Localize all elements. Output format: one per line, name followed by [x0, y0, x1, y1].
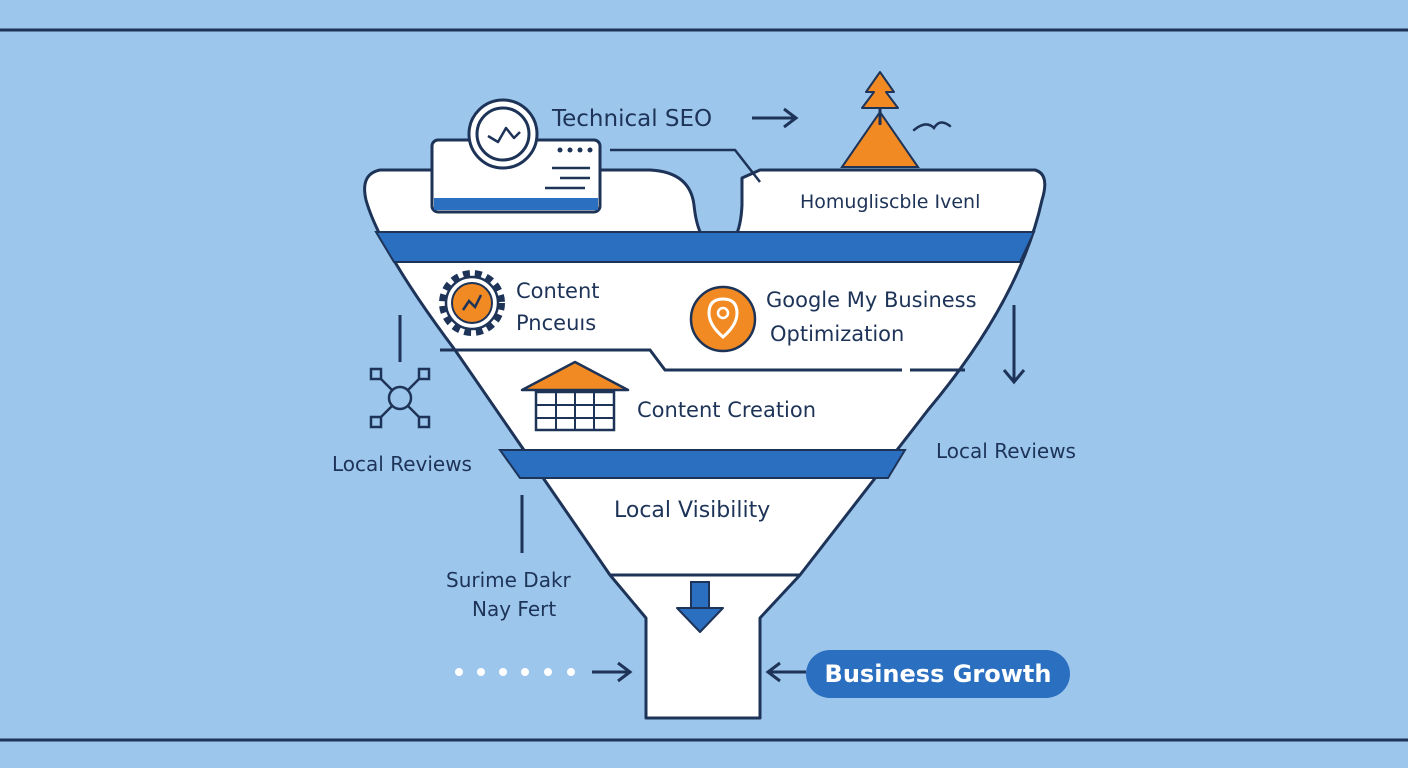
- funnel-band-2: [498, 449, 907, 479]
- content-processes-label-line2: Pnceuıs: [516, 311, 597, 335]
- local-visibility-label: Local Visibility: [614, 498, 771, 523]
- side-note-label-line1: Surime Dakr: [446, 568, 571, 592]
- house-grid-icon: [520, 360, 630, 432]
- side-note-label-line2: Nay Fert: [472, 597, 557, 621]
- content-processes-label-line1: Content: [516, 279, 600, 303]
- gmb-label-line2: Optimization: [770, 322, 905, 346]
- location-pin-icon: [689, 285, 757, 353]
- dotted-arrow-left: [455, 661, 633, 683]
- section-divider-1: [440, 348, 902, 372]
- local-reviews-right-label: Local Reviews: [936, 439, 1076, 463]
- connector-line: [610, 148, 761, 183]
- funnel-band-1: [374, 231, 1036, 263]
- magnifier-check-icon: [467, 98, 539, 170]
- arrow-right-icon: [752, 107, 799, 129]
- bird-icon: [912, 121, 952, 132]
- arrow-down-icon: [1002, 305, 1026, 385]
- browser-window-icon: [430, 138, 602, 214]
- business-growth-badge: Business Growth: [806, 650, 1070, 698]
- local-reviews-left-label: Local Reviews: [332, 452, 472, 476]
- gmb-label-line1: Google My Business: [766, 288, 977, 312]
- content-creation-label: Content Creation: [637, 398, 817, 422]
- business-growth-label: Business Growth: [824, 660, 1052, 688]
- arrow-left-icon: [765, 661, 806, 683]
- funnel-down-arrow-icon: [676, 581, 724, 633]
- top-level-label: Homugliscble Ivenl: [800, 191, 981, 213]
- gear-icon: [439, 270, 505, 336]
- network-nodes-icon: [369, 367, 431, 429]
- tree-arrow-icon: [840, 71, 920, 168]
- technical-seo-label: Technical SEO: [552, 106, 713, 132]
